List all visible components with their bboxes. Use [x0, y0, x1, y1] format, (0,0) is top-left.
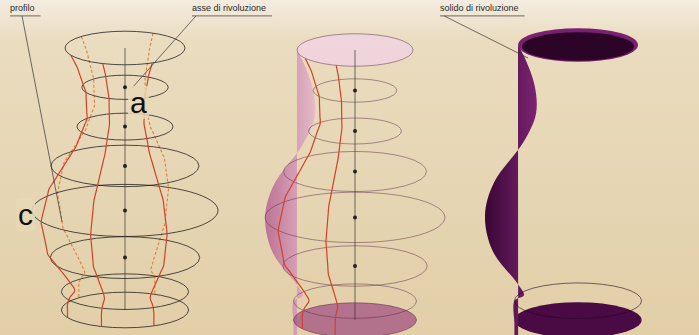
vase-rim	[518, 28, 638, 62]
axis-dot	[353, 89, 357, 93]
base-edge	[514, 283, 641, 319]
part-label: solido di rivoluzione	[440, 4, 519, 14]
solid-vase	[485, 28, 642, 335]
leader-line	[132, 16, 196, 88]
translucent-vase	[265, 34, 445, 335]
vase-opening	[522, 32, 634, 61]
letter-label: c	[16, 198, 35, 231]
axis-dot	[353, 264, 357, 268]
label-underline	[192, 15, 272, 16]
profile-curve	[326, 65, 342, 335]
axis-dot	[123, 164, 127, 168]
axis-dot	[123, 85, 127, 89]
part-label: profilo	[10, 4, 35, 14]
part-label: asse di rivoluzione	[192, 4, 266, 14]
profile-curve	[91, 64, 110, 327]
axis-dot	[123, 125, 127, 129]
profile-curve	[278, 58, 320, 329]
letter-label: a	[128, 86, 149, 119]
leader-line	[444, 16, 528, 58]
label-underline	[10, 15, 41, 16]
axis-dot	[123, 256, 127, 260]
wireframe-vase	[32, 31, 218, 328]
profile-curve	[41, 55, 87, 317]
axis-dot	[353, 170, 357, 174]
vase-body	[485, 45, 642, 335]
axis-dot	[353, 215, 357, 219]
axis-dot	[353, 129, 357, 133]
axis-dot	[123, 208, 127, 212]
leader-line	[22, 16, 62, 222]
label-underline	[440, 15, 525, 16]
